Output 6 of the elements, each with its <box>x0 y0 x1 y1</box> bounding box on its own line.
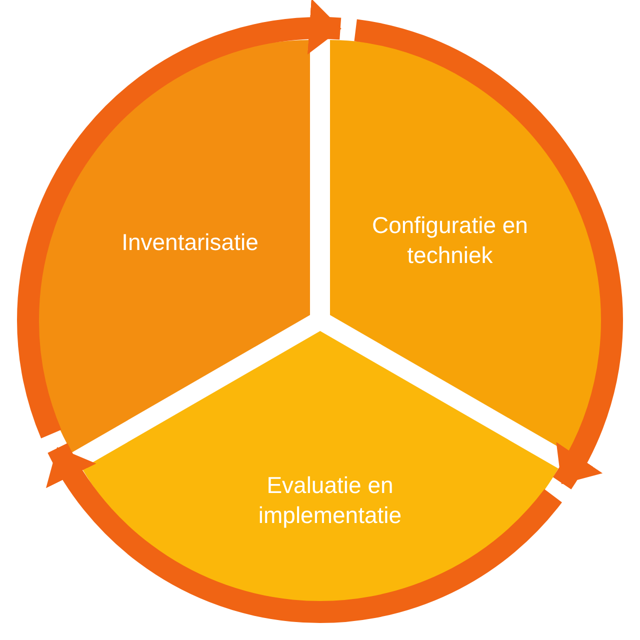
curved-arrow <box>17 0 342 438</box>
curved-arrow <box>354 19 623 489</box>
segment-label: Inventarisatie <box>120 228 260 257</box>
segment-label: Evaluatie en implementatie <box>257 471 403 530</box>
segment-label: Configuratie en techniek <box>370 211 529 270</box>
curved-arrow <box>48 442 562 623</box>
